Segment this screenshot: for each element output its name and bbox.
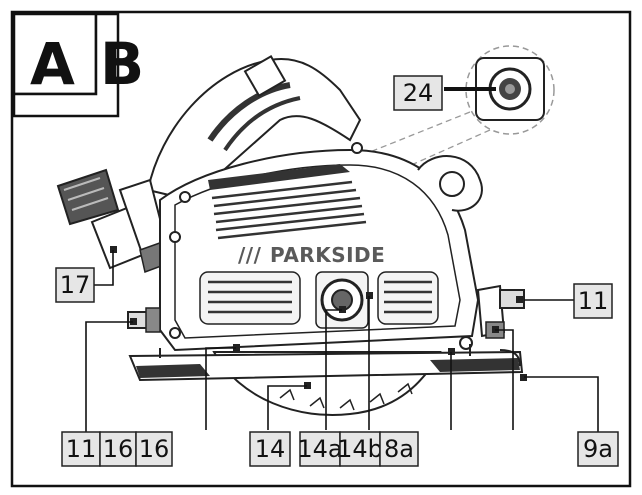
lower-vent-left — [199, 271, 301, 325]
guard-ear-hole — [439, 171, 465, 197]
magnifier-circle — [465, 45, 555, 135]
callout-14: 14 — [255, 435, 286, 463]
outer-frame — [10, 10, 632, 488]
callout-box-11-left — [61, 431, 101, 467]
brand-slashes: /// — [238, 243, 262, 267]
callout-17: 17 — [60, 271, 91, 299]
callout-box-16a — [99, 431, 137, 467]
callout-box-14a — [299, 431, 341, 467]
panel-letter-b: B — [100, 30, 144, 98]
lower-vent-right — [377, 271, 439, 325]
callout-box-14 — [249, 431, 291, 467]
panel-letter-a: A — [30, 30, 75, 98]
guard-screw-1 — [179, 191, 191, 203]
handle-knob — [243, 55, 287, 97]
panel-b-box — [12, 12, 120, 118]
callout-14a: 14a — [297, 435, 342, 463]
handle-body — [146, 58, 362, 202]
callout-16b: 16 — [139, 435, 170, 463]
spindle-lock-center — [505, 84, 515, 94]
callout-box-11-right — [573, 283, 613, 319]
callout-box-24 — [393, 75, 443, 111]
leader-lines — [85, 250, 599, 432]
guard-screw-2 — [351, 142, 363, 154]
base-plate-shade-left — [136, 364, 210, 378]
callout-box-9a — [577, 431, 619, 467]
saw-blade-teeth — [279, 382, 413, 411]
magnifier-leader-2 — [399, 129, 491, 171]
base-plate-posts — [159, 344, 471, 358]
base-plate-curl — [499, 349, 521, 367]
base-plate-shade-right — [430, 358, 520, 372]
handle-grip-rib-2 — [223, 96, 301, 152]
callout-box-17 — [55, 267, 95, 303]
dust-port-ribs — [63, 177, 109, 211]
handle-grip-rib-1 — [207, 82, 291, 142]
upper-vent — [208, 164, 367, 240]
callout-24: 24 — [403, 79, 434, 107]
callout-box-8a — [379, 431, 419, 467]
callout-11-left: 11 — [66, 435, 97, 463]
callout-box-16b — [135, 431, 173, 467]
bevel-bracket — [145, 307, 161, 333]
guard-screw-4 — [169, 327, 181, 339]
callout-9a: 9a — [583, 435, 613, 463]
callout-16a: 16 — [103, 435, 134, 463]
callout-11-right: 11 — [578, 287, 609, 315]
brand-name: PARKSIDE — [270, 243, 385, 267]
callout-14b: 14b — [337, 435, 383, 463]
depth-lever — [499, 289, 525, 309]
guard-screw-3 — [169, 231, 181, 243]
magnifier-leader-1 — [359, 111, 471, 157]
callout-8a: 8a — [384, 435, 414, 463]
